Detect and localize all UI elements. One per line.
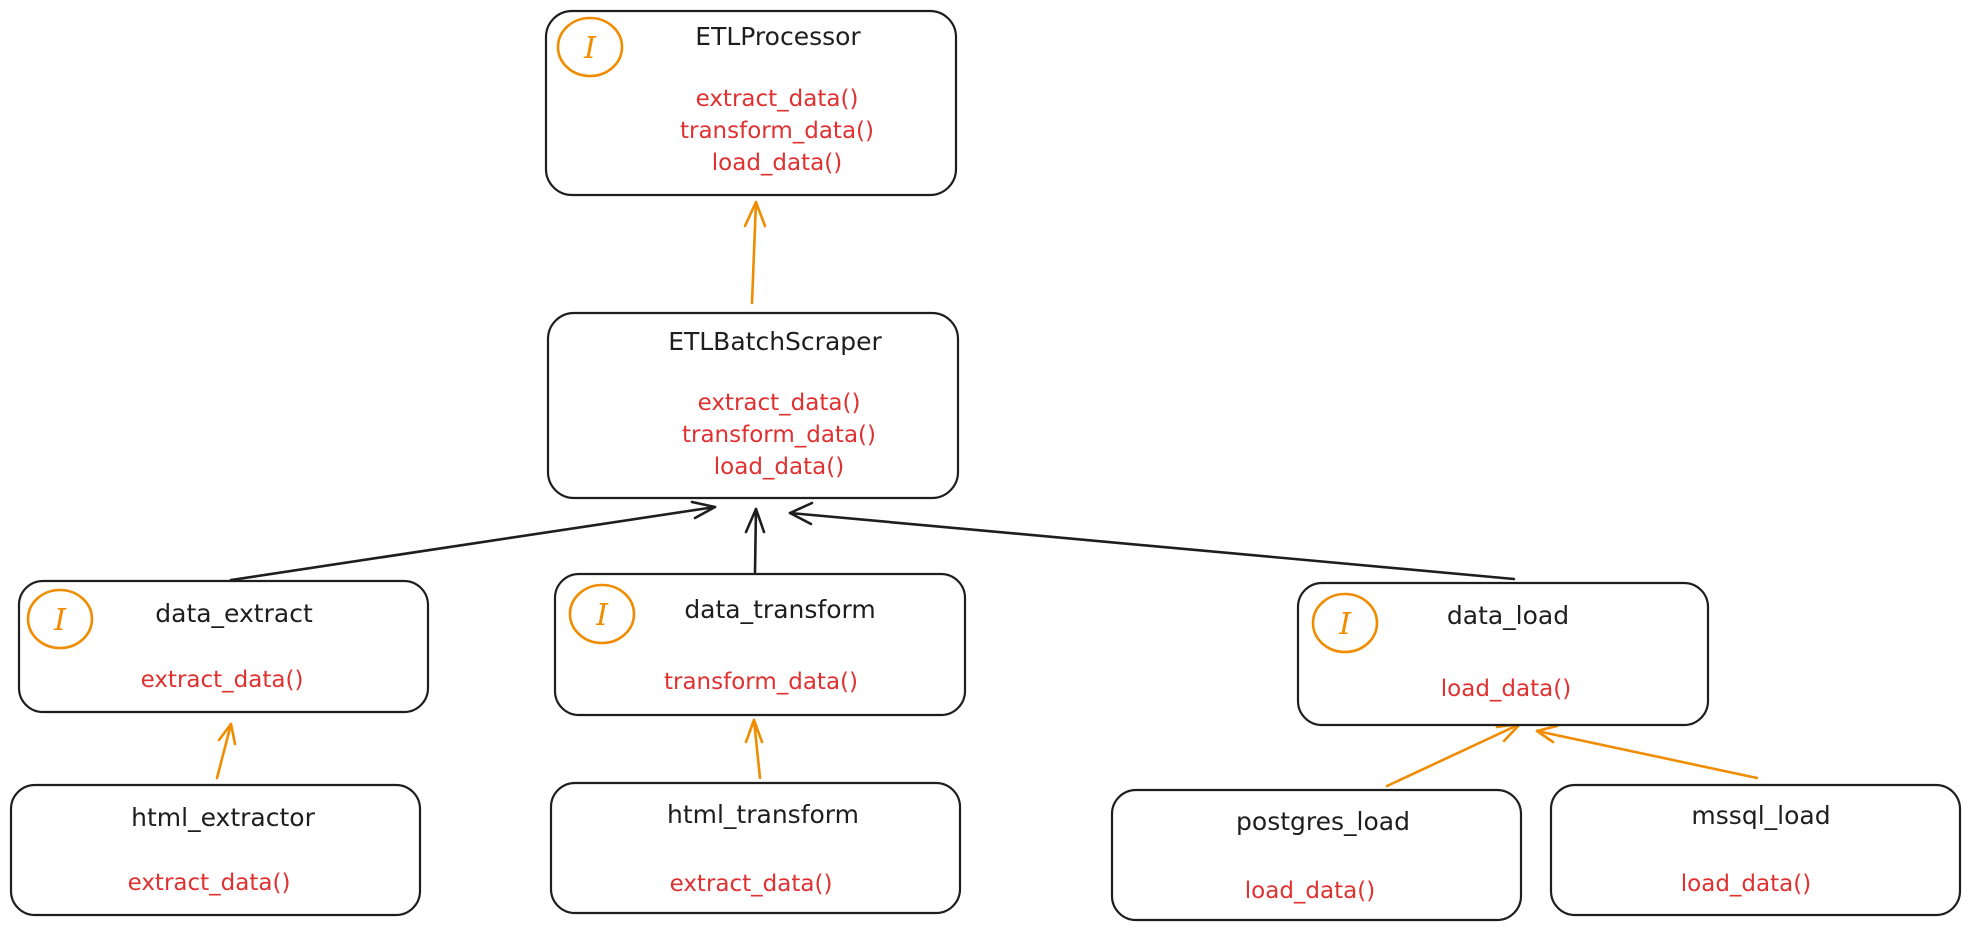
- edge-line: [753, 507, 758, 574]
- method-transform-data: transform_data(): [664, 669, 858, 695]
- svg-text:I: I: [583, 31, 597, 66]
- interface-icon: I: [26, 588, 94, 650]
- arrowhead: [743, 200, 767, 228]
- arrowhead: [788, 501, 814, 526]
- node-etl-batch-scraper[interactable]: ETLBatchScraper extract_data() transform…: [546, 311, 960, 500]
- edge-data-transform-to-batch-scraper: [744, 507, 766, 574]
- arrowhead: [1535, 724, 1559, 744]
- node-html-transform[interactable]: html_transform extract_data(): [549, 781, 962, 915]
- method-extract-data: extract_data(): [698, 390, 861, 416]
- arrowhead: [744, 507, 766, 534]
- edge-html-transform-to-data-transform: [744, 718, 764, 780]
- edge-html-extractor-to-data-extract: [215, 722, 237, 780]
- node-title: data_transform: [684, 595, 875, 624]
- arrowhead: [690, 500, 717, 520]
- node-title: data_load: [1447, 601, 1569, 630]
- method-load-data: load_data(): [1681, 871, 1811, 897]
- svg-text:I: I: [1338, 607, 1352, 642]
- edge-line: [788, 511, 1516, 581]
- method-load-data: load_data(): [714, 454, 844, 480]
- node-title: html_extractor: [131, 803, 315, 832]
- interface-icon: I: [1311, 592, 1379, 654]
- method-transform-data: transform_data(): [682, 422, 876, 448]
- edge-line: [1535, 729, 1759, 780]
- node-data-extract[interactable]: I data_extract extract_data(): [17, 579, 430, 714]
- edge-batch-scraper-to-etl-processor: [743, 200, 767, 305]
- edge-line: [215, 722, 233, 780]
- edge-line: [229, 505, 717, 582]
- node-postgres-load[interactable]: postgres_load load_data(): [1110, 788, 1523, 922]
- method-extract-data: extract_data(): [670, 871, 833, 897]
- node-title: html_transform: [667, 800, 859, 829]
- edge-line: [750, 200, 758, 305]
- method-load-data: load_data(): [1245, 878, 1375, 904]
- method-extract-data: extract_data(): [696, 86, 859, 112]
- node-title: mssql_load: [1691, 801, 1830, 830]
- method-extract-data: extract_data(): [128, 870, 291, 896]
- node-data-transform[interactable]: I data_transform transform_data(): [553, 572, 967, 717]
- method-load-data: load_data(): [712, 150, 842, 176]
- node-html-extractor[interactable]: html_extractor extract_data(): [9, 783, 422, 917]
- node-box: [553, 572, 967, 717]
- node-box: [544, 9, 958, 197]
- svg-text:I: I: [595, 598, 609, 633]
- method-load-data: load_data(): [1441, 676, 1571, 702]
- node-box: [546, 311, 960, 500]
- node-title: data_extract: [155, 599, 313, 628]
- edge-line: [752, 718, 762, 780]
- svg-text:I: I: [53, 603, 67, 638]
- node-title: ETLProcessor: [695, 22, 861, 51]
- edge-postgres-load-to-data-load: [1385, 722, 1522, 788]
- edge-line: [1385, 722, 1522, 788]
- edge-mssql-load-to-data-load: [1535, 724, 1759, 780]
- edge-data-load-to-batch-scraper: [788, 501, 1516, 581]
- node-box: [17, 579, 430, 714]
- method-extract-data: extract_data(): [141, 667, 304, 693]
- node-title: ETLBatchScraper: [668, 327, 882, 356]
- node-box: [1296, 581, 1710, 727]
- interface-icon: I: [568, 583, 636, 645]
- node-etl-processor[interactable]: I ETLProcessor extract_data() transform_…: [544, 9, 958, 197]
- arrowhead: [744, 718, 764, 744]
- method-transform-data: transform_data(): [680, 118, 874, 144]
- edge-data-extract-to-batch-scraper: [229, 500, 717, 582]
- interface-icon: I: [556, 16, 624, 78]
- node-box: [1549, 783, 1962, 917]
- node-data-load[interactable]: I data_load load_data(): [1296, 581, 1710, 727]
- node-box: [1110, 788, 1523, 922]
- arrowhead: [217, 722, 237, 746]
- node-title: postgres_load: [1236, 807, 1410, 836]
- node-box: [549, 781, 962, 915]
- node-box: [9, 783, 422, 917]
- node-mssql-load[interactable]: mssql_load load_data(): [1549, 783, 1962, 917]
